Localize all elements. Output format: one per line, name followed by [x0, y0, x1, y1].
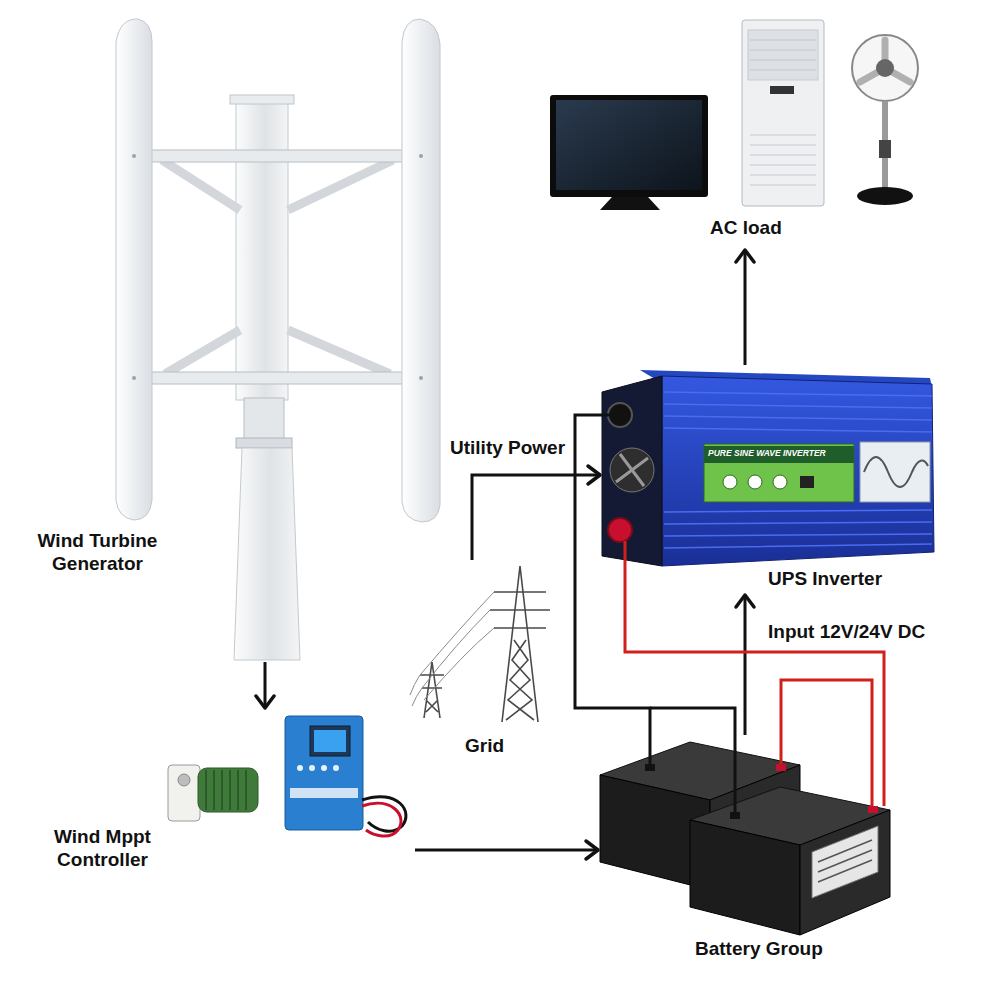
connector: [575, 415, 650, 735]
connector-line: [472, 475, 600, 560]
text-holder: Wind Mppt Controller: [40, 826, 165, 872]
node-label: UPS Inverter: [768, 568, 882, 591]
edge-label: Utility Power: [448, 437, 567, 460]
ac-load-node: AC load: [545, 15, 930, 250]
ac-load-picture: [550, 20, 918, 210]
text-holder: UPS Inverter: [768, 568, 882, 591]
mppt-controller-picture: [168, 716, 406, 836]
edge-label: Input 12V/24V DC: [766, 621, 927, 644]
connector: [736, 250, 754, 365]
device-label: PURE SINE WAVE INVERTER: [708, 448, 826, 458]
connector-line: [744, 595, 747, 735]
text-holder: PURE SINE WAVE INVERTER: [708, 448, 826, 458]
inverter-node: UPS Inverter PURE SINE WAVE INVERTER: [600, 365, 935, 595]
inverter-picture: [600, 370, 934, 595]
connector: [472, 466, 600, 560]
turbine-node: Wind Turbine Generator: [20, 15, 445, 662]
arrow-head: [588, 466, 600, 484]
red-wire: [625, 595, 884, 735]
connector-line: [264, 662, 267, 708]
connector-line: [625, 595, 884, 735]
node-label: Battery Group: [695, 938, 823, 961]
arrow-head: [736, 250, 754, 262]
text-holder: Grid: [465, 735, 504, 758]
connector-line: [415, 849, 598, 852]
arrow-head: [586, 841, 598, 859]
node-label: Grid: [465, 735, 504, 758]
battery-node: Battery Group: [598, 735, 908, 968]
grid-node: Grid: [455, 560, 565, 761]
arrow-head: [256, 696, 274, 708]
edge-label-holder: Utility Power: [448, 437, 567, 460]
node-label: AC load: [710, 217, 782, 240]
connector-line: [575, 415, 650, 735]
connector: [736, 595, 754, 735]
wind-turbine: [116, 19, 440, 660]
text-holder: Battery Group: [695, 938, 823, 961]
node-label: Wind Turbine Generator: [25, 530, 170, 576]
node-label: Wind Mppt Controller: [40, 826, 165, 872]
connector: [256, 662, 274, 708]
grid-pylon: [410, 566, 550, 722]
controller-node: Wind Mppt Controller: [40, 708, 415, 885]
edge-label-holder: Input 12V/24V DC: [766, 621, 927, 644]
connector-line: [744, 250, 747, 365]
arrow-head: [736, 595, 754, 607]
text-holder: Wind Turbine Generator: [25, 530, 170, 576]
connector: [415, 841, 598, 859]
text-holder: AC load: [710, 217, 782, 240]
